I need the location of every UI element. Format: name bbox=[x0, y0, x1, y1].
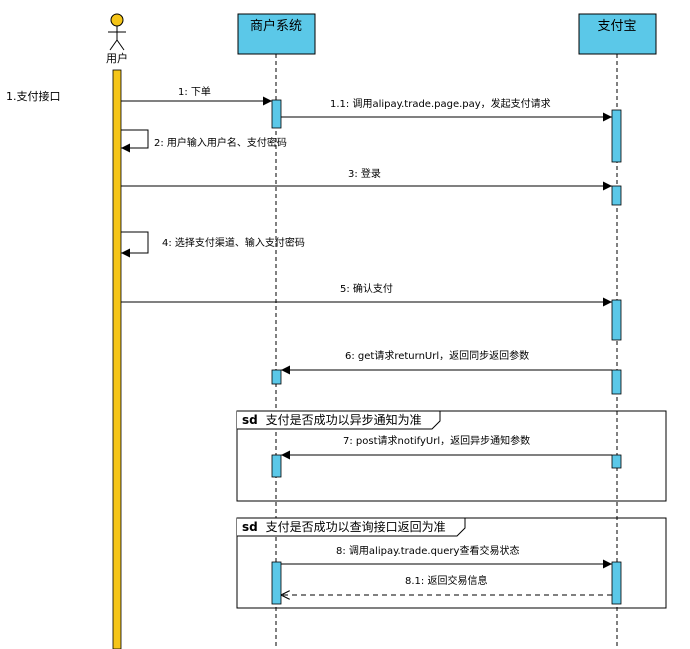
merchant-activation bbox=[271, 454, 282, 478]
actor-activation-bar bbox=[112, 69, 122, 649]
merchant-lifeline-header bbox=[237, 13, 316, 55]
frame-query-keyword: sd bbox=[242, 520, 258, 534]
alipay-lifeline-label: 支付宝 bbox=[597, 19, 636, 34]
frame-query-title: 支付是否成功以查询接口返回为准 bbox=[266, 519, 446, 534]
user-actor-icon bbox=[108, 13, 126, 51]
frame-async-notify: sd 支付是否成功以异步通知为准 bbox=[236, 410, 667, 502]
message-arrow-2 bbox=[121, 129, 149, 153]
alipay-activation bbox=[611, 185, 622, 206]
svg-text:sd 支付是否成功以异步通知为准: sd 支付是否成功以异步通知为准 bbox=[242, 413, 422, 427]
merchant-lifeline-label: 商户系统 bbox=[250, 18, 302, 34]
message-label-2: 2: 用户输入用户名、支付密码 bbox=[154, 136, 287, 149]
frame-query: sd 支付是否成功以查询接口返回为准 bbox=[236, 517, 667, 609]
message-label-8-1: 8.1: 返回交易信息 bbox=[405, 574, 487, 587]
message-label-6: 6: get请求returnUrl，返回同步返回参数 bbox=[345, 349, 529, 362]
message-label-8: 8: 调用alipay.trade.query查看交易状态 bbox=[336, 544, 519, 557]
alipay-activation bbox=[611, 561, 622, 605]
message-label-5: 5: 确认支付 bbox=[340, 282, 393, 295]
alipay-lifeline-header bbox=[578, 13, 657, 55]
section-label: 1.支付接口 bbox=[6, 90, 61, 103]
merchant-activation bbox=[271, 99, 282, 129]
svg-text:sd 支付是否成功以查询接口返回为准: sd 支付是否成功以查询接口返回为准 bbox=[242, 519, 446, 534]
alipay-activation bbox=[611, 299, 622, 341]
merchant-activation bbox=[271, 561, 282, 605]
message-label-1: 1: 下单 bbox=[178, 86, 211, 98]
alipay-activation bbox=[611, 109, 622, 163]
frame-async-keyword: sd bbox=[242, 413, 258, 427]
message-label-7: 7: post请求notifyUrl，返回异步通知参数 bbox=[343, 434, 530, 447]
message-label-4: 4: 选择支付渠道、输入支付密码 bbox=[162, 236, 305, 249]
alipay-activation bbox=[611, 369, 622, 395]
message-label-3: 3: 登录 bbox=[348, 167, 381, 180]
actor-label: 用户 bbox=[106, 51, 128, 65]
message-label-1-1: 1.1: 调用alipay.trade.page.pay，发起支付请求 bbox=[330, 97, 551, 110]
merchant-activation bbox=[271, 369, 282, 385]
alipay-activation bbox=[611, 454, 622, 469]
message-arrow-4 bbox=[121, 231, 149, 258]
frame-async-title: 支付是否成功以异步通知为准 bbox=[266, 413, 422, 427]
